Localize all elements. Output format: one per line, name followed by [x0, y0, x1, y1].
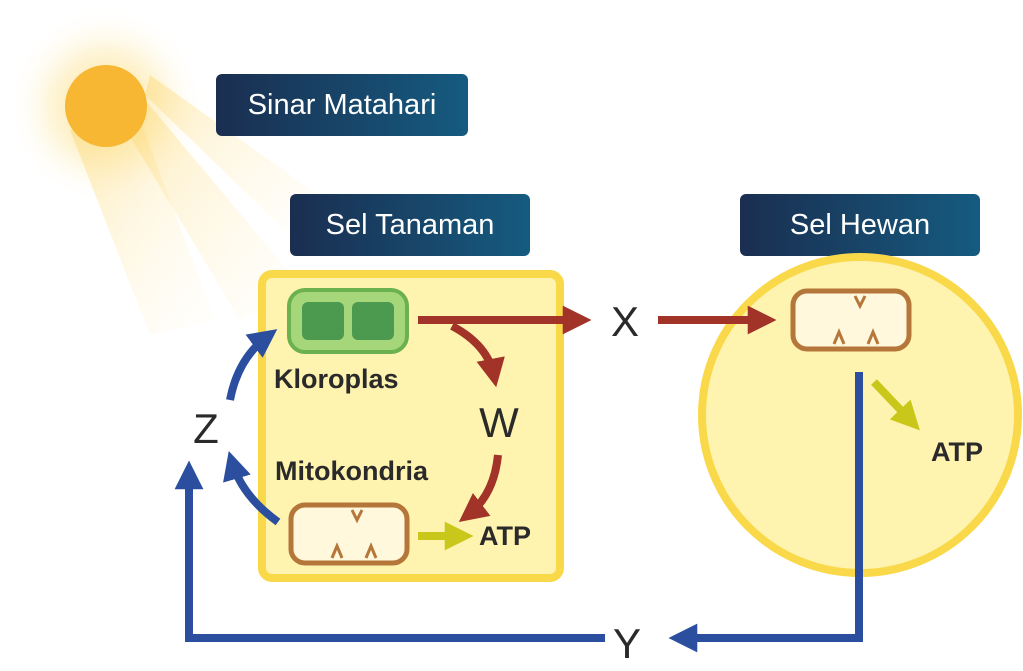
animal-atp-label: ATP [931, 437, 983, 467]
plant-atp-label: ATP [479, 521, 531, 551]
chloroplast-label: Kloroplas [274, 364, 399, 394]
sun-icon [6, 6, 325, 335]
chloroplast-icon [287, 288, 409, 354]
letter-x: X [611, 298, 639, 345]
animal-mitochondria-icon [790, 288, 912, 352]
z-to-chloroplast-arrow [226, 329, 278, 401]
plant-mitochondria-icon [288, 502, 410, 566]
w-to-atp-arrow [458, 454, 502, 523]
mitochondria-label: Mitokondria [275, 456, 429, 486]
y-to-z-arrow [174, 460, 605, 642]
letter-y: Y [613, 620, 641, 667]
chloroplast-to-w-arrow [450, 322, 505, 388]
mitochondria-to-z-arrow [223, 450, 281, 526]
letter-w: W [479, 399, 519, 446]
plant-cell-label-text: Sel Tanaman [326, 209, 495, 241]
animal-atp-arrow [871, 379, 920, 431]
animal-cell-label: Sel Hewan [740, 194, 980, 256]
animal-cell-label-text: Sel Hewan [790, 209, 930, 241]
sunlight-label: Sinar Matahari [216, 74, 468, 136]
sunlight-label-text: Sinar Matahari [248, 89, 437, 121]
animal-to-y-arrow [668, 372, 863, 653]
letter-z: Z [193, 405, 219, 452]
plant-cell-label: Sel Tanaman [290, 194, 530, 256]
